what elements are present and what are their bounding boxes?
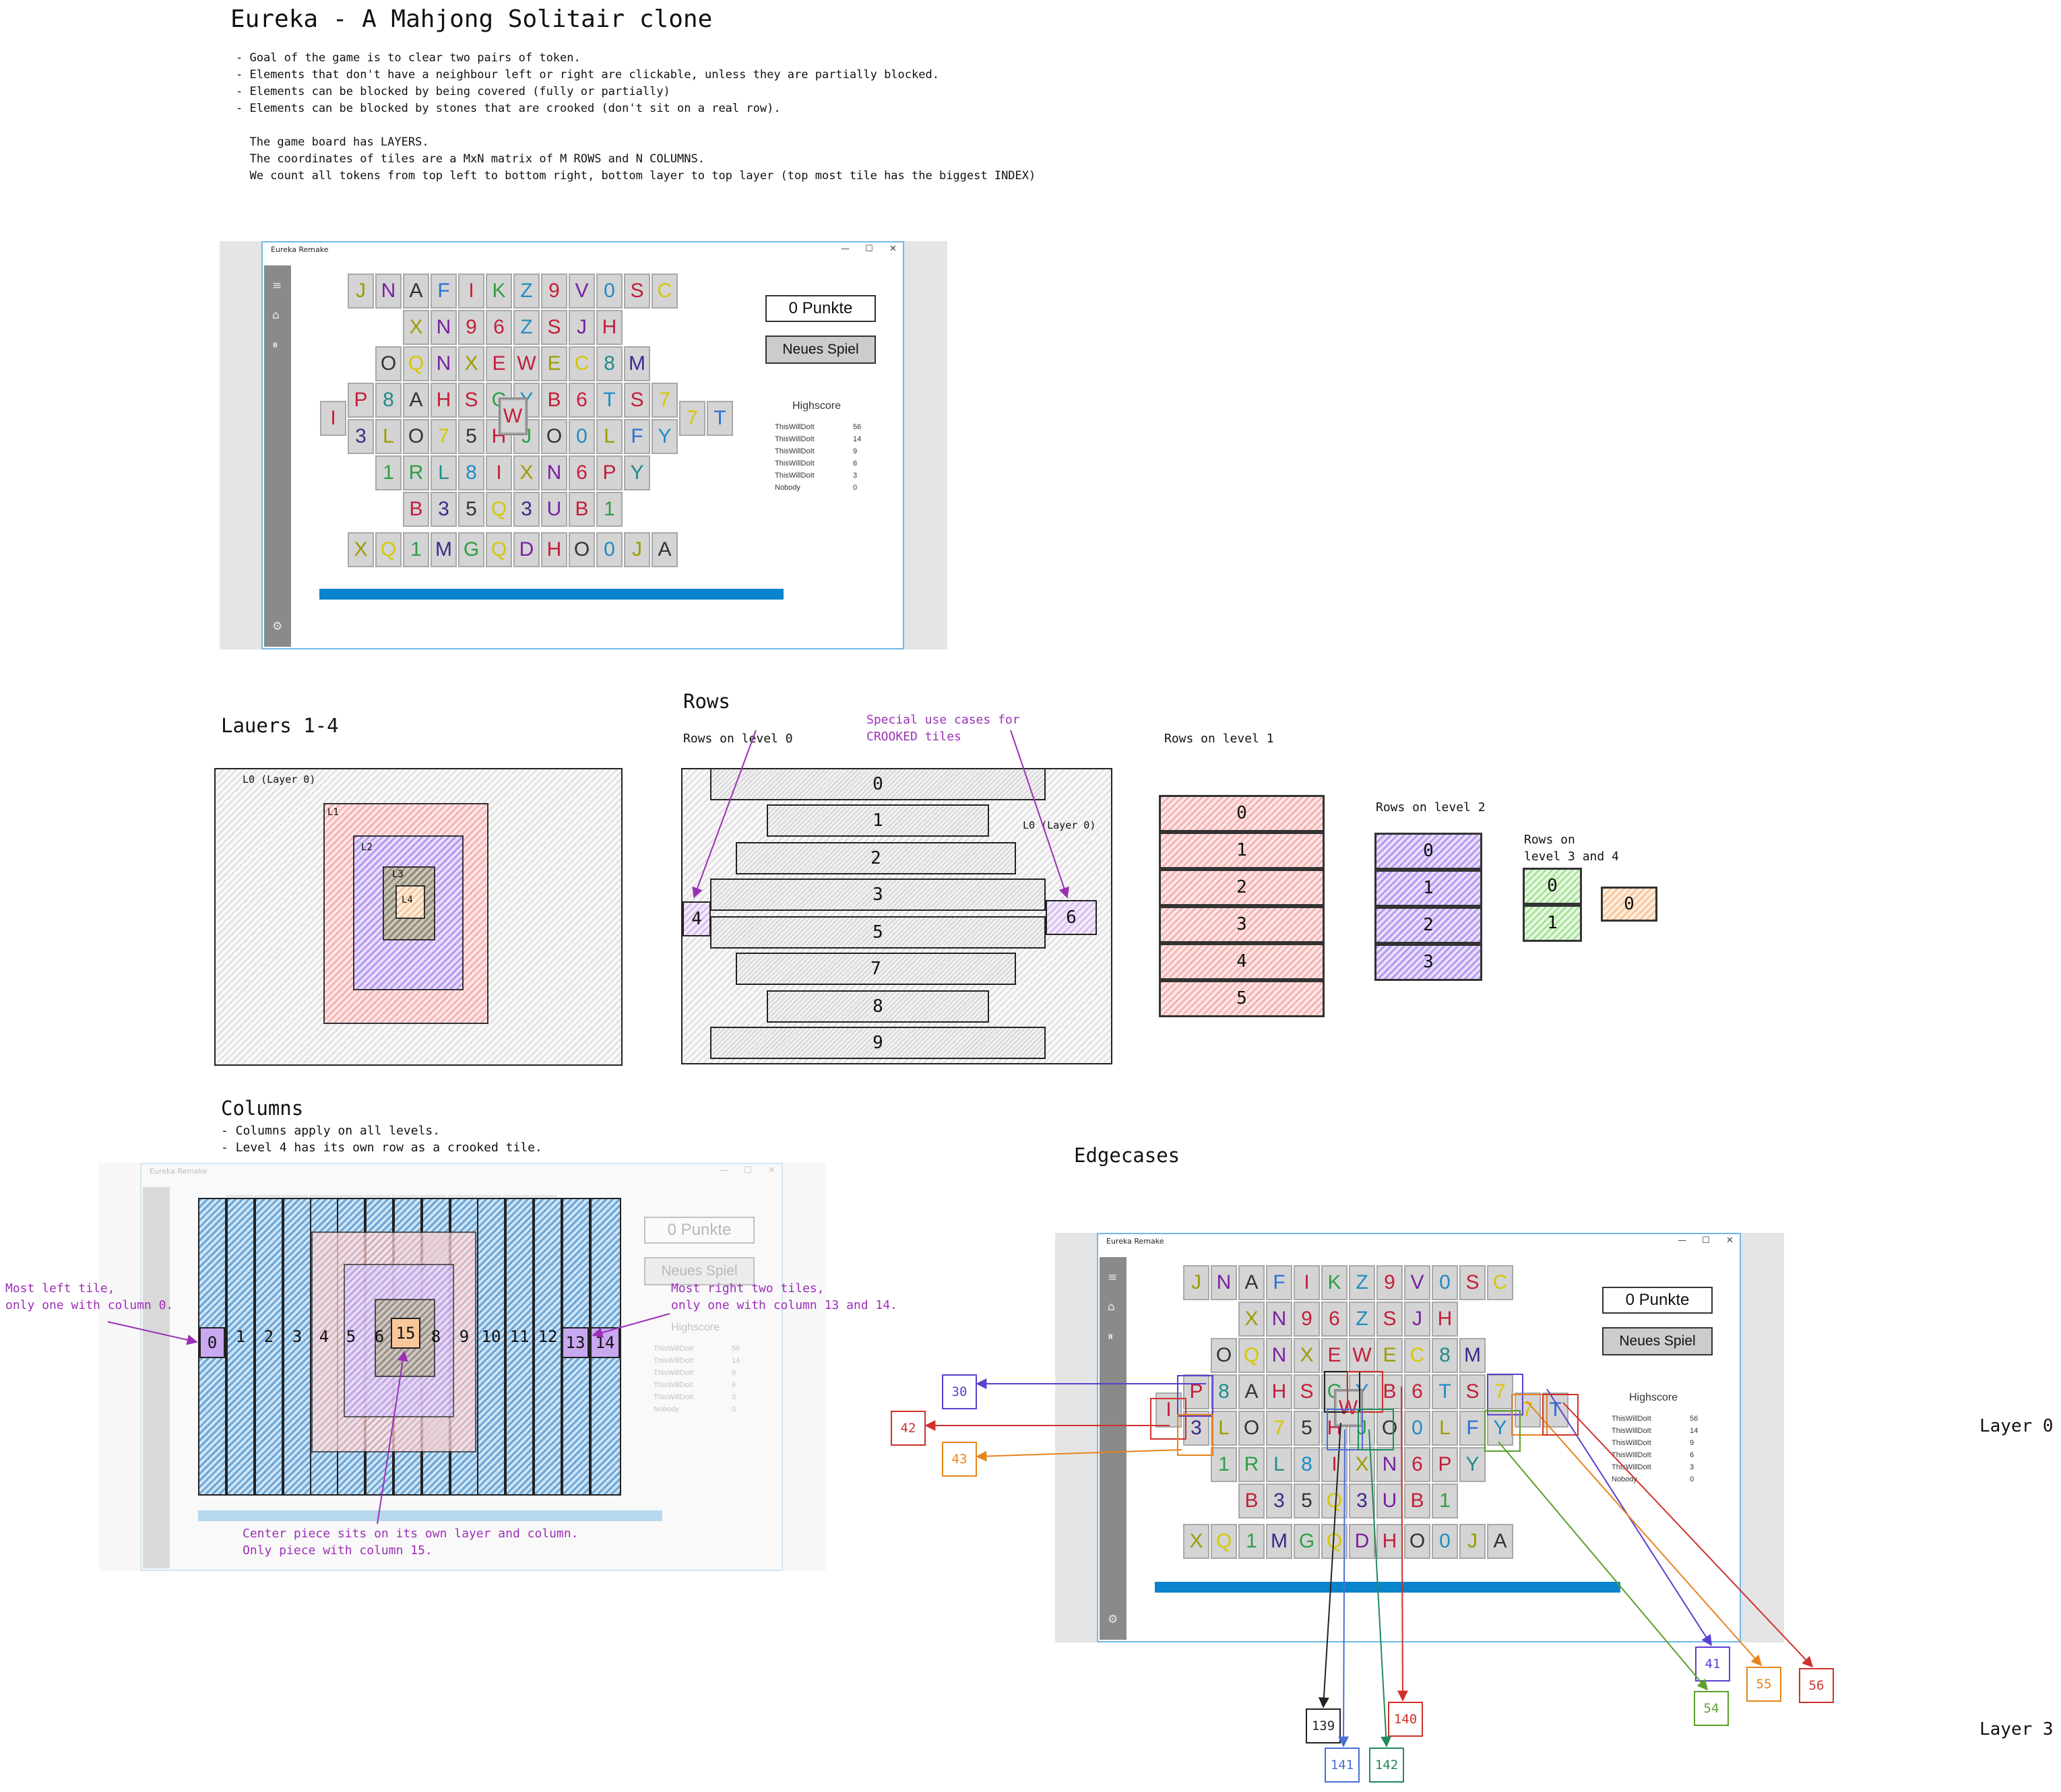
- annotation-arrow: [1343, 1430, 1345, 1746]
- annotation-arrow: [377, 1351, 404, 1524]
- annotation-arrow: [1401, 1386, 1403, 1700]
- tile-highlight: [1178, 1415, 1213, 1455]
- annotation-arrow: [977, 1450, 1182, 1457]
- annotation-arrow: [108, 1322, 197, 1342]
- annotation-arrow: [1498, 1442, 1707, 1690]
- tile-highlight: [1151, 1399, 1186, 1439]
- annotation-arrow: [1323, 1423, 1341, 1707]
- annotation-arrow: [593, 1314, 670, 1335]
- annotation-arrow: [1369, 1430, 1387, 1746]
- annotation-arrow: [694, 730, 756, 897]
- tile-highlight: [1485, 1411, 1520, 1451]
- tile-highlight: [1325, 1372, 1360, 1412]
- tile-highlight: [1358, 1409, 1393, 1450]
- annotation-arrow: [1011, 730, 1067, 897]
- annotation-arrow: [1563, 1403, 1812, 1667]
- tile-highlight: [1178, 1376, 1213, 1416]
- tile-highlight: [1347, 1372, 1383, 1412]
- annotation-arrow: [1527, 1401, 1761, 1665]
